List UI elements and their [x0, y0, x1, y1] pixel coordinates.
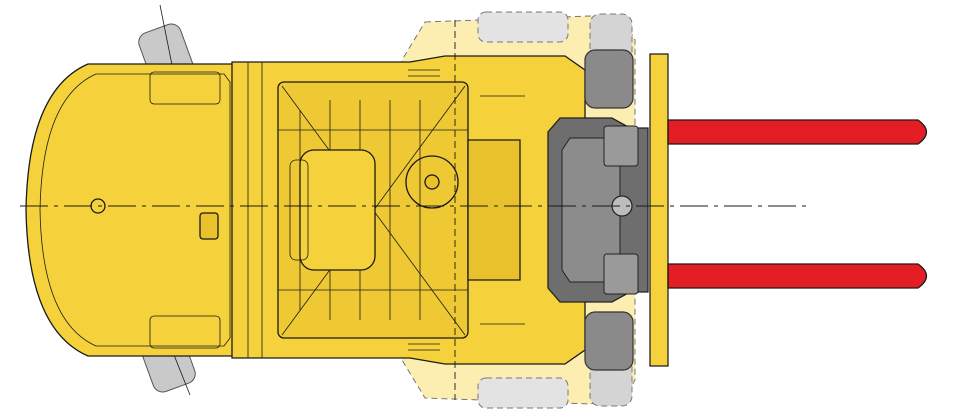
operator-seat: [299, 149, 376, 271]
cowl-vents: [408, 69, 525, 351]
ghost-wheel-bottom-mid: [477, 377, 569, 409]
fork-hooks: [603, 125, 639, 295]
drive-wheel-bottom: [584, 311, 634, 371]
fork-tine-2: [667, 263, 928, 289]
drive-wheel-top: [584, 49, 634, 109]
counterweight-bottom-panel: [149, 315, 221, 349]
fork-tine-1: [667, 119, 928, 145]
rear-light: [199, 212, 219, 240]
steering-hub: [424, 174, 440, 190]
dash-console: [467, 139, 521, 281]
counterweight-top-panel: [149, 71, 221, 105]
seat-back: [289, 159, 309, 261]
steering-wheel: [405, 155, 459, 209]
ghost-wheel-top-mid: [477, 11, 569, 43]
fork-carriage-plate: [649, 53, 669, 367]
forks: [667, 119, 928, 289]
counterweight: [25, 63, 241, 357]
counterweight-inner: [39, 73, 231, 347]
